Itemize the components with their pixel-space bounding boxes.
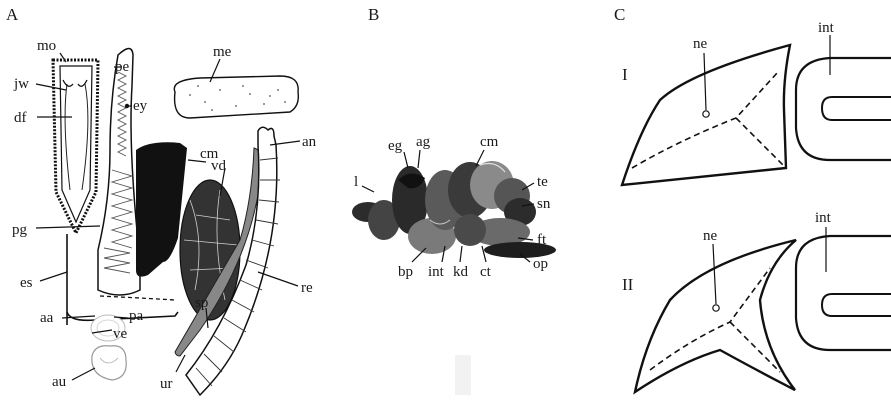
panel-b-letter: B (368, 5, 379, 24)
label-sp: sp (195, 295, 208, 311)
pa-duct (100, 296, 175, 300)
intestine-row-1 (796, 58, 891, 160)
pedal-gland (98, 49, 140, 296)
label-ft: ft (537, 232, 547, 248)
label-ag: ag (416, 134, 431, 150)
label-sn: sn (537, 196, 551, 212)
label-ey: ey (133, 98, 148, 114)
label-jw: jw (13, 76, 29, 92)
label-mo: mo (37, 38, 56, 54)
me-organ (174, 76, 298, 118)
label-vd: vd (211, 158, 227, 174)
claw-row-1 (622, 45, 790, 185)
label-es: es (20, 275, 33, 291)
label-eg: eg (388, 138, 403, 154)
photo-artifact (455, 355, 471, 395)
panel-b: B (352, 5, 556, 395)
label-op: op (533, 256, 548, 272)
panel-c: C I II ne (614, 5, 891, 392)
label-an: an (302, 134, 317, 150)
label-pe: pe (115, 59, 130, 75)
specimen-photo (352, 161, 556, 258)
ne-dot-2 (713, 305, 719, 311)
intestine-row-2 (796, 236, 891, 350)
panel-a: A (6, 5, 317, 395)
label-l: l (354, 174, 358, 190)
label-ct: ct (480, 264, 492, 280)
cm-organ (136, 142, 187, 276)
label-ve: ve (113, 326, 128, 342)
label-re: re (301, 280, 313, 296)
oral-cone (53, 60, 98, 233)
label-aa: aa (40, 310, 54, 326)
label-pa: pa (129, 308, 144, 324)
panel-c-letter: C (614, 5, 625, 24)
label-df: df (14, 110, 27, 126)
label-int-1: int (818, 20, 835, 36)
label-int-b: int (428, 264, 445, 280)
label-me: me (213, 44, 232, 60)
label-au: au (52, 374, 67, 390)
label-bp: bp (398, 264, 413, 280)
label-pg: pg (12, 222, 28, 238)
label-te: te (537, 174, 548, 190)
label-kd: kd (453, 264, 469, 280)
claw-row-2 (635, 240, 796, 392)
label-ne-2: ne (703, 228, 718, 244)
ne-dot-1 (703, 111, 709, 117)
label-ur: ur (160, 376, 173, 392)
label-ne-1: ne (693, 36, 708, 52)
panel-a-letter: A (6, 5, 19, 24)
label-cm-b: cm (480, 134, 499, 150)
label-int-2: int (815, 210, 832, 226)
label-row-1: I (622, 65, 628, 84)
label-row-2: II (622, 275, 634, 294)
